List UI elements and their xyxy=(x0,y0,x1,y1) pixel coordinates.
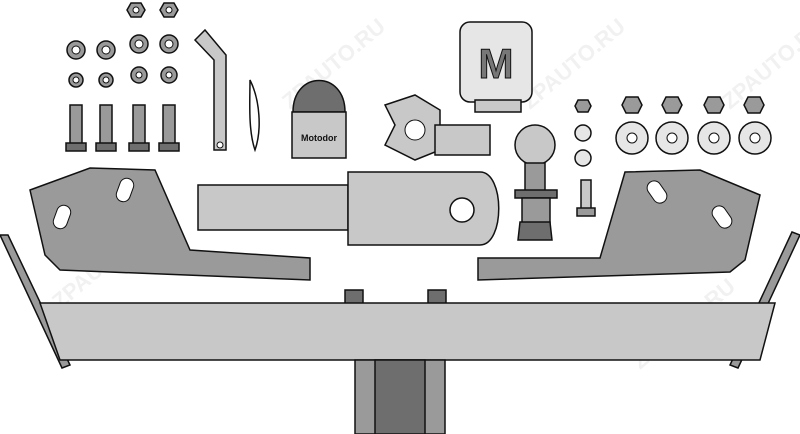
logo-cube: M xyxy=(459,21,533,113)
bolt-small xyxy=(574,99,596,217)
socket-plate xyxy=(383,94,491,161)
logo-letter: M xyxy=(479,40,514,87)
bolts-left xyxy=(65,104,180,152)
svg-text:ZPAUTO.RU: ZPAUTO.RU xyxy=(517,13,630,113)
tow-ball xyxy=(514,124,558,241)
crossbeam xyxy=(0,231,800,434)
washers-left xyxy=(66,34,179,88)
left-bracket xyxy=(29,167,311,281)
pin-and-clip xyxy=(193,28,260,153)
right-bracket xyxy=(477,169,761,281)
ball-cap-label: Motodor xyxy=(301,133,337,143)
drawbar xyxy=(197,171,500,246)
nuts-top-left xyxy=(126,2,179,18)
nuts-washers-right xyxy=(615,96,772,155)
ball-cap: Motodor xyxy=(291,79,347,159)
